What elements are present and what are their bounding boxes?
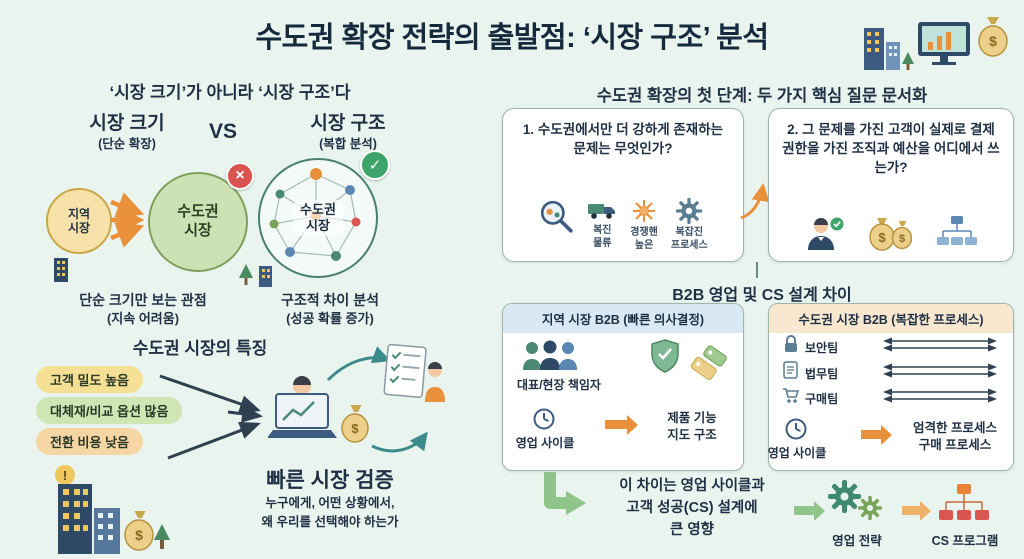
metro-cycle-label: 영업 사이클 (767, 446, 827, 460)
local-cycle-label: 영업 사이클 (515, 436, 575, 450)
market-structure-subtitle: (복합 분석) (319, 137, 377, 151)
left-section-heading: ‘시장 크기’가 아니라 ‘시장 구조’다 (109, 83, 351, 102)
tree-building-icon (236, 260, 276, 293)
cs-program-label: CS 프로그램 (931, 534, 999, 548)
question-box-2: 2. 그 문제를 가진 고객이 실제로 결제 권한을 가진 조직과 예산을 어디… (768, 108, 1014, 262)
svg-text:$: $ (878, 230, 886, 245)
check-badge-icon: ✓ (360, 150, 390, 180)
double-arrow-icon (883, 337, 997, 352)
right-arrow-icon (861, 424, 892, 445)
truck-icon (588, 204, 616, 219)
team-security-label: 보안팀 (805, 341, 839, 355)
metro-cycle-result: 엄격한 프로세스 구매 프로세스 (913, 421, 997, 452)
x-badge-icon: × (226, 162, 254, 190)
b2b-metro-header: 수도권 시장 B2B (복잡한 프로세스) (769, 304, 1013, 333)
people-group-icon (521, 340, 579, 375)
question-connector-arrow-icon (738, 178, 770, 229)
b2b-local-box: 지역 시장 B2B (빠른 의사결정) 대표/현장 책임자 (502, 303, 744, 471)
businessman-check-icon (808, 217, 844, 250)
svg-text:!: ! (63, 468, 67, 483)
gears-icon (828, 480, 886, 531)
flowchart-icon (936, 482, 992, 531)
right-arrow-icon (902, 500, 931, 521)
magnifier-gears-icon (541, 200, 573, 233)
vs-label: VS (208, 120, 237, 143)
q1-item-process-label: 복잡진 프로세스 (670, 227, 708, 251)
svg-text:$: $ (351, 421, 359, 436)
svg-text:$: $ (899, 233, 905, 245)
market-size-subtitle: (단순 확장) (98, 137, 156, 151)
b2b-connector-line (756, 262, 758, 278)
converging-arrows-icon (150, 366, 278, 475)
city-money-icon: ! $ (50, 462, 174, 559)
b2b-heading: B2B 영업 및 CS 설계 차이 (672, 287, 852, 304)
result-title: 빠른 시장 검증 (266, 469, 394, 492)
network-circle-label: 수도권 시장 (293, 200, 343, 236)
metro-market-circle: 수도권 시장 (148, 172, 248, 272)
expansion-arrows-icon (108, 190, 150, 255)
question-2-text: 2. 그 문제를 가진 고객이 실제로 결제 권한을 가진 조직과 예산을 어디… (782, 122, 1000, 175)
feature-pill-alternatives: 대체재/비교 옵션 많음 (36, 397, 183, 424)
size-caption: 단순 크기만 보는 관점 (79, 292, 207, 308)
impact-text: 이 차이는 영업 사이클과 고객 성공(CS) 설계에 큰 영향 (619, 478, 765, 538)
question-box-1: 1. 수도권에서만 더 강하게 존재하는 문제는 무엇인가? 복진 물류 (502, 108, 744, 262)
structure-caption-sub: (성공 확률 증가) (286, 311, 374, 326)
market-validation-illustration-icon: $ (267, 338, 448, 467)
feature-pill-density: 고객 밀도 높음 (36, 366, 143, 393)
right-arrow-icon (794, 500, 825, 521)
network-market-circle: 수도권 시장 (258, 158, 378, 278)
double-arrow-icon (883, 388, 997, 403)
document-icon (783, 361, 798, 384)
q1-item-logistics: 복진 물류 (587, 198, 617, 250)
team-purchasing-label: 구매팀 (805, 392, 839, 406)
q1-item-competition-label: 경쟁핸 높은 (630, 227, 658, 251)
team-legal-label: 법무팀 (805, 367, 839, 381)
shield-tags-icon (649, 338, 733, 397)
money-bags-icon: $ $ (869, 218, 912, 251)
svg-text:$: $ (135, 527, 143, 543)
q1-item-search (538, 198, 574, 234)
small-building-icon (50, 256, 76, 287)
size-caption-sub: (지속 어려움) (106, 311, 180, 326)
lock-icon (783, 335, 799, 358)
clock-icon (533, 408, 555, 435)
feature-pill-switching: 전환 비용 낮음 (36, 428, 143, 455)
market-structure-title: 시장 구조 (310, 113, 386, 134)
right-section-heading: 수도권 확장의 첫 단계: 두 가지 핵심 질문 문서화 (596, 87, 928, 105)
right-arrow-icon (605, 414, 638, 435)
svg-text:$: $ (989, 33, 997, 49)
gear-icon (676, 198, 703, 224)
q1-item-process: 복잡진 프로세스 (671, 198, 708, 252)
structure-caption: 구조적 차이 분석 (281, 292, 379, 308)
network-burst-icon (633, 200, 656, 222)
market-size-title: 시장 크기 (89, 113, 165, 134)
b2b-local-header: 지역 시장 B2B (빠른 의사결정) (503, 304, 743, 333)
page-title: 수도권 확장 전략의 출발점: ‘시장 구조’ 분석 (255, 22, 769, 54)
decision-maker-label: 대표/현장 책임자 (517, 378, 601, 392)
clock-icon (785, 418, 807, 445)
elbow-down-arrow-icon (538, 470, 588, 531)
double-arrow-icon (883, 363, 997, 378)
result-subtitle: 누구에게, 어떤 상황에서, 왜 우리를 선택해야 하는가 (261, 496, 399, 530)
org-chart-icon (937, 216, 977, 245)
features-heading: 수도권 시장의 특징 (132, 339, 268, 358)
q1-item-competition: 경쟁핸 높은 (630, 198, 658, 252)
cart-icon (782, 388, 800, 409)
question-1-text: 1. 수도권에서만 더 강하게 존재하는 문제는 무엇인가? (522, 122, 724, 156)
b2b-metro-box: 수도권 시장 B2B (복잡한 프로세스) 보안팀 법무팀 (768, 303, 1014, 471)
q1-item-logistics-label: 복진 물류 (593, 225, 612, 249)
local-cycle-result: 제품 기능 지도 구조 (667, 411, 717, 442)
city-monitor-money-icon: $ (862, 8, 1012, 77)
local-market-circle: 지역 시장 (46, 188, 112, 254)
sales-strategy-label: 영업 전략 (832, 534, 882, 548)
